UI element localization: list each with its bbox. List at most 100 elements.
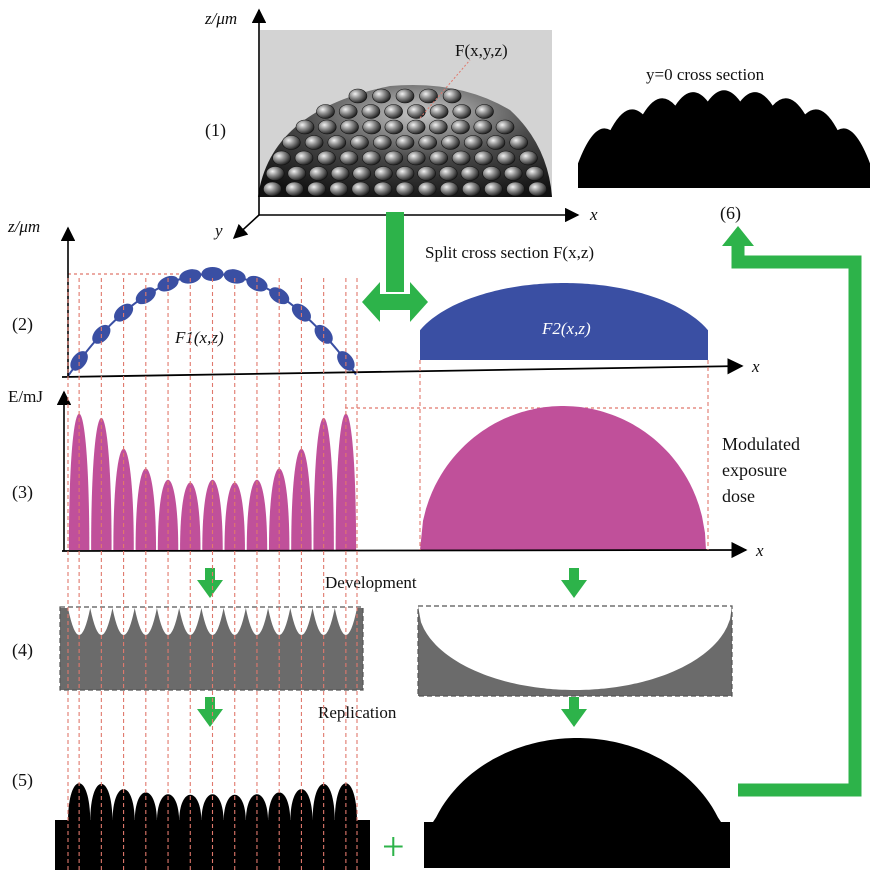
lens-3d-40 xyxy=(304,135,324,150)
f1-bump-9 xyxy=(246,275,268,292)
step-label-4: (4) xyxy=(12,640,33,661)
lens-3d-26 xyxy=(525,166,545,181)
lens-3d-10 xyxy=(461,181,481,197)
microlens-array-3d xyxy=(263,88,547,197)
lens-3d-42 xyxy=(350,135,369,150)
lens-3d-12 xyxy=(506,181,525,197)
lens-3d-47 xyxy=(463,135,483,150)
lens-3d-28 xyxy=(294,150,314,166)
panel-3-e-axis-label: E/mJ xyxy=(8,387,43,406)
lens-3d-37 xyxy=(496,150,516,166)
lens-3d-1 xyxy=(263,181,282,197)
replica-left-microlenses xyxy=(68,783,357,822)
green-down-arrows xyxy=(197,568,587,727)
flow-arrows xyxy=(197,212,862,797)
split-cross-section-label: Split cross section F(x,z) xyxy=(425,243,594,262)
lens-3d-53 xyxy=(362,119,382,135)
replica-lens-7 xyxy=(201,794,224,822)
lens-3d-35 xyxy=(451,150,471,166)
return-arrow-head xyxy=(722,226,754,246)
lens-3d-29 xyxy=(317,150,336,166)
panel-1-x-axis-label: x xyxy=(589,205,598,224)
lens-3d-6 xyxy=(373,181,393,197)
lens-3d-71 xyxy=(419,88,438,104)
green-down-arrow-icon-1 xyxy=(197,568,223,598)
lens-3d-62 xyxy=(361,104,381,119)
lens-3d-58 xyxy=(473,119,493,135)
lens-3d-45 xyxy=(418,135,438,150)
step-label-1: (1) xyxy=(205,120,226,141)
replica-lens-8 xyxy=(223,794,246,822)
lens-3d-63 xyxy=(384,104,403,119)
dose-spike-3 xyxy=(113,448,134,550)
replica-lens-2 xyxy=(90,783,113,822)
f1-bump-11 xyxy=(291,303,311,322)
f2-label: F2(x,z) xyxy=(541,319,591,338)
lens-3d-67 xyxy=(475,104,494,119)
lens-3d-24 xyxy=(482,166,501,181)
panel-5: + xyxy=(55,738,730,870)
lens-3d-27 xyxy=(272,150,291,166)
lens-3d-11 xyxy=(484,181,503,197)
double-arrow-horizontal-icon xyxy=(362,282,428,322)
lens-3d-70 xyxy=(395,88,415,104)
green-return-arrow-icon xyxy=(731,243,862,797)
f1-bump-3 xyxy=(114,303,134,322)
lens-3d-32 xyxy=(384,150,404,166)
lens-3d-30 xyxy=(339,150,359,166)
lens-3d-50 xyxy=(295,119,315,135)
panel-2: z/μm x Split cross section F(x,z) F1(x,z… xyxy=(7,217,760,378)
dose-spike-9 xyxy=(246,479,268,550)
lens-3d-5 xyxy=(351,181,371,197)
resist-right-outline xyxy=(417,605,733,697)
lens-3d-22 xyxy=(438,166,458,181)
f1-label: F1(x,z) xyxy=(174,328,224,347)
lens-3d-33 xyxy=(406,150,426,166)
f2-profile-shape xyxy=(420,283,708,360)
replica-lens-5 xyxy=(156,794,180,822)
lens-3d-2 xyxy=(285,181,304,197)
lens-3d-69 xyxy=(372,88,391,104)
replica-lens-9 xyxy=(245,794,269,822)
lens-3d-18 xyxy=(352,166,372,181)
lens-3d-16 xyxy=(309,166,328,181)
lens-3d-25 xyxy=(503,166,523,181)
lens-3d-43 xyxy=(372,135,392,150)
f1-bump-13 xyxy=(337,351,355,371)
step-label-5: (5) xyxy=(12,770,33,791)
arrow-1-to-2-stem xyxy=(386,212,404,292)
lens-3d-61 xyxy=(338,104,358,119)
lens-3d-54 xyxy=(384,119,404,135)
replica-lens-4 xyxy=(134,792,157,822)
lens-3d-56 xyxy=(428,119,448,135)
lens-3d-65 xyxy=(429,104,449,119)
dose-label-line-2: exposure xyxy=(722,460,787,480)
f1-bump-1 xyxy=(70,351,88,371)
panel-2-x-axis-label: x xyxy=(751,357,760,376)
lens-3d-36 xyxy=(474,150,493,166)
lens-3d-19 xyxy=(374,166,393,181)
f1-bump-6 xyxy=(179,269,202,284)
dose-label-line-1: Modulated xyxy=(722,434,800,454)
developed-resist-left xyxy=(60,608,363,690)
panel-4 xyxy=(59,605,733,697)
lens-3d-55 xyxy=(406,119,426,135)
lens-3d-4 xyxy=(329,181,349,197)
replica-lens-6 xyxy=(179,794,202,822)
lens-3d-60 xyxy=(316,104,335,119)
lens-3d-68 xyxy=(348,88,368,104)
lens-3d-44 xyxy=(395,135,415,150)
lens-3d-64 xyxy=(407,104,426,119)
lens-3d-49 xyxy=(509,135,529,150)
lens-3d-41 xyxy=(327,135,347,150)
lens-3d-66 xyxy=(452,104,472,119)
step-label-2: (2) xyxy=(12,314,33,335)
lens-3d-51 xyxy=(317,119,337,135)
green-down-arrow-icon-3 xyxy=(197,697,223,727)
panel-1-z-axis-label: z/μm xyxy=(204,9,237,28)
replica-lens-1 xyxy=(68,783,91,822)
panel-3-x-axis-label: x xyxy=(755,541,764,560)
lens-3d-13 xyxy=(528,181,547,197)
resist-left-outline xyxy=(59,606,364,691)
replica-right-dome xyxy=(424,738,730,868)
